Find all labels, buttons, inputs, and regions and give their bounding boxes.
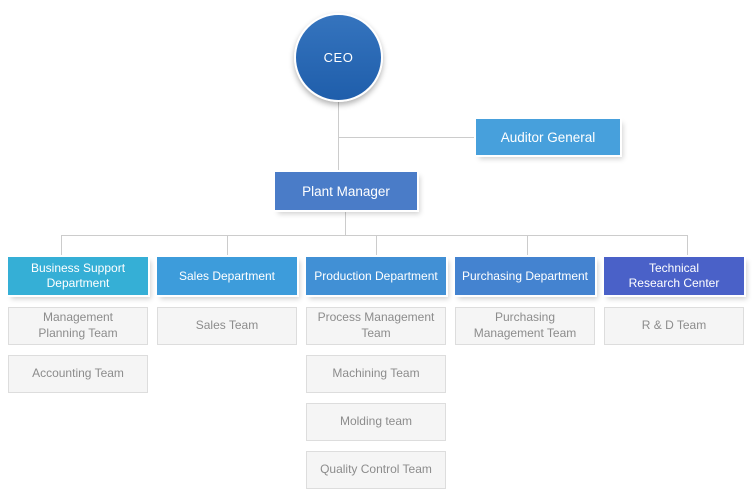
team-process-management: Process Management Team [306,307,446,345]
ceo-node: CEO [294,13,383,102]
team-molding: Molding team [306,403,446,441]
team-machining: Machining Team [306,355,446,393]
team-accounting: Accounting Team [8,355,148,393]
team-sales: Sales Team [157,307,297,345]
department-sales: Sales Department [157,257,297,295]
team-r-and-d: R & D Team [604,307,744,345]
connector-drop-production [376,236,377,257]
team-management-planning: Management Planning Team [8,307,148,345]
connector-bus [61,235,688,236]
connector-auditor-branch [338,137,476,138]
connector-drop-technical [687,236,688,257]
department-production: Production Department [306,257,446,295]
team-purchasing-management: Purchasing Management Team [455,307,595,345]
department-purchasing: Purchasing Department [455,257,595,295]
connector-drop-sales [227,236,228,257]
plant-manager-node: Plant Manager [275,172,417,210]
connector-plant-to-bus [345,210,346,236]
connector-drop-business-support [61,236,62,257]
connector-drop-purchasing [527,236,528,257]
auditor-general-node: Auditor General [476,119,620,155]
department-technical-research: Technical Research Center [604,257,744,295]
department-business-support: Business Support Department [8,257,148,295]
team-quality-control: Quality Control Team [306,451,446,489]
